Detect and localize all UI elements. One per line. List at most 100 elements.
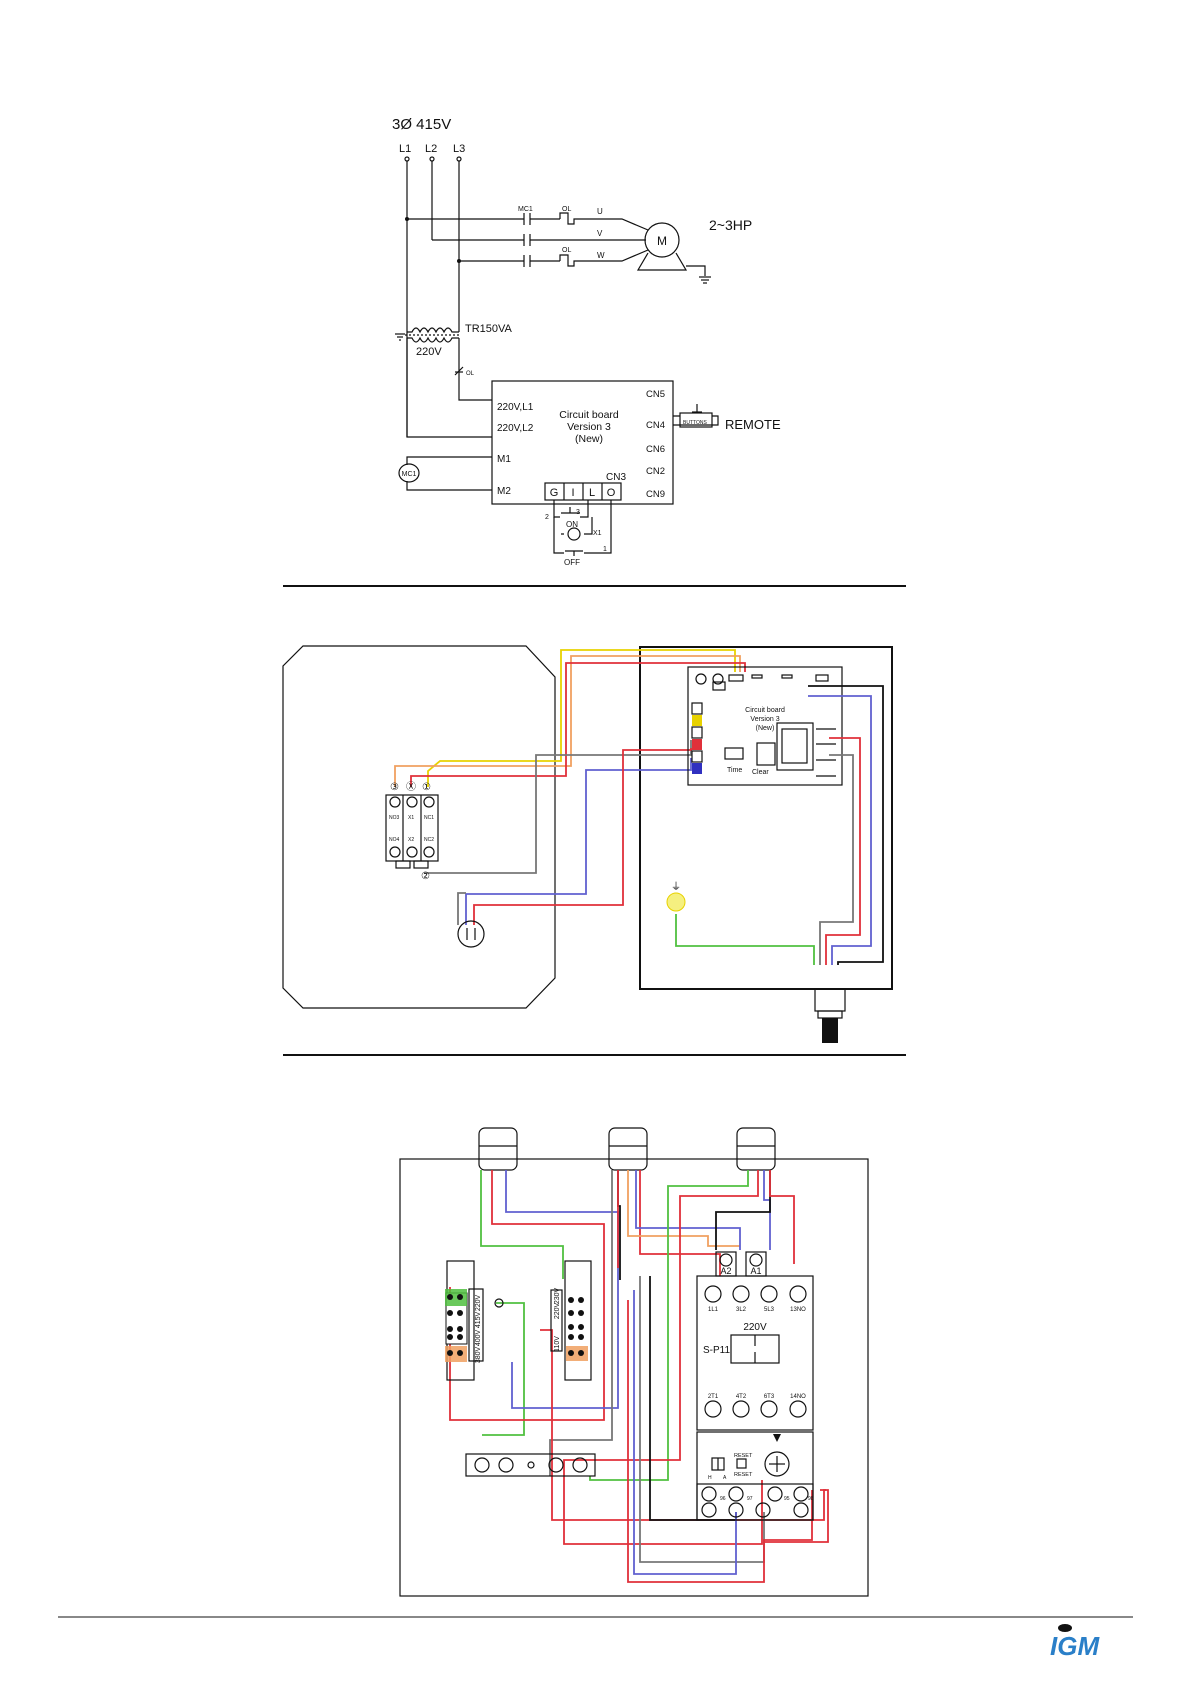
wiring-board-title-1: Circuit board xyxy=(745,707,785,714)
cn3-pin-l: L xyxy=(589,487,595,499)
contactor-2t1: 2T1 xyxy=(708,1394,719,1400)
terminal-2: ② xyxy=(421,871,430,882)
panel-layout: 220V 415V 400V 380V 230V 220V 110V xyxy=(399,1127,869,1597)
remote-box xyxy=(282,645,556,1009)
ol-aux-label: OL xyxy=(466,371,475,377)
board-title-1: Circuit board xyxy=(559,409,619,421)
wiring-circuit-board: Circuit board Version 3 (New) Time Clear xyxy=(687,666,843,786)
schematic-diagram: 3Ø 415V L1 L 2 L3 MC1 OL OL U V W xyxy=(392,116,781,567)
control-box xyxy=(639,646,893,990)
wiring-diagram: NO3 X1 NC1 NO4 X2 NC2 ③ Ⓧ ① ② Circuit bo… xyxy=(282,645,893,1043)
remote-socket xyxy=(457,920,485,948)
contactor-14no: 14NO xyxy=(790,1394,806,1400)
cn3-pin-g: G xyxy=(550,487,559,499)
contactor-1l1: 1L1 xyxy=(708,1307,719,1313)
cn3-label: CN3 xyxy=(606,472,626,483)
ground-point: ⏚ xyxy=(666,881,686,912)
on-off-switches: 2 3 ON X1 OFF 1 xyxy=(545,500,612,567)
clear-label: Clear xyxy=(752,769,769,776)
line-l3-label: L3 xyxy=(453,143,465,155)
pin-cn9: CN9 xyxy=(646,489,665,500)
left-volt-400v: 400V xyxy=(475,1330,482,1347)
pin-220v-l2: 220V,L2 xyxy=(497,423,534,434)
pin-220v-l1: 220V,L1 xyxy=(497,402,534,413)
terminal-a1: A1 xyxy=(750,1266,761,1276)
off-label: OFF xyxy=(564,558,580,567)
switch-x2: X2 xyxy=(408,837,414,843)
relay-a: A xyxy=(723,1475,727,1481)
switch-no3: NO3 xyxy=(389,815,400,821)
reset-label-2: RESET xyxy=(734,1472,753,1478)
contactor-4t2: 4T2 xyxy=(736,1394,747,1400)
phase-u-label: U xyxy=(597,207,603,216)
relay-95: 95 xyxy=(784,1496,790,1502)
switch-nc1: NC1 xyxy=(424,815,434,821)
relay-97: 97 xyxy=(747,1496,753,1502)
board-title-3: (New) xyxy=(575,433,603,445)
cn3-pin-o: O xyxy=(607,487,616,499)
on-n2: 2 xyxy=(545,514,549,521)
motor-label: M xyxy=(657,234,667,248)
switch-no4: NO4 xyxy=(389,837,400,843)
pin-m1: M1 xyxy=(497,454,511,465)
phase-v-label: V xyxy=(597,229,603,238)
contactor-3l2: 3L2 xyxy=(736,1307,747,1313)
wiring-board-title-3: (New) xyxy=(756,725,775,732)
terminal-a2: A2 xyxy=(720,1266,731,1276)
switch-x1: X1 xyxy=(408,815,414,821)
left-volt-380v: 380V xyxy=(475,1347,482,1364)
contactor-5l3: 5L3 xyxy=(764,1307,775,1313)
motor-hp-label: 2~3HP xyxy=(709,217,752,233)
secondary-voltage-label: 220V xyxy=(416,346,442,358)
board-title-2: Version 3 xyxy=(567,421,611,433)
wiring-board-title-2: Version 3 xyxy=(750,716,779,723)
supply-label: 3Ø 415V xyxy=(392,116,451,133)
logo-text: IGM xyxy=(1050,1631,1100,1661)
relay-98: 98 xyxy=(808,1496,814,1502)
remote-label: REMOTE xyxy=(725,417,781,432)
contactor-coil-voltage: 220V xyxy=(743,1322,767,1333)
on-label: ON xyxy=(566,520,578,529)
mid-volt-230v: 230V xyxy=(554,1288,561,1305)
overload-heaters: OL OL xyxy=(559,206,580,267)
motor-symbol: M xyxy=(636,222,711,284)
mid-volt-110v: 110V xyxy=(554,1336,561,1352)
circuit-board-box: Circuit board Version 3 (New) 220V,L1 22… xyxy=(491,380,674,505)
mc1-coil-label: MC1 xyxy=(402,471,417,478)
left-volt-220v: 220V xyxy=(475,1295,482,1312)
relay-h: H xyxy=(708,1475,712,1481)
switch-nc2: NC2 xyxy=(424,837,434,843)
contactor-6t3: 6T3 xyxy=(764,1394,775,1400)
mid-terminal-strip: 230V 220V 110V xyxy=(550,1260,592,1381)
pin-m2: M2 xyxy=(497,486,511,497)
line-l1-label: L1 xyxy=(399,143,411,155)
phase-w-label: W xyxy=(597,251,605,260)
pin-cn6: CN6 xyxy=(646,444,665,455)
contactor-13no: 13NO xyxy=(790,1307,806,1313)
contactor-model: S-P11 xyxy=(703,1345,730,1356)
ol-label-w: OL xyxy=(562,247,571,254)
transformer-symbol: TR150VA 220V xyxy=(395,323,513,358)
transformer-label: TR150VA xyxy=(465,323,513,335)
relay-96: 96 xyxy=(720,1496,726,1502)
terminal-3: ③ xyxy=(390,782,399,793)
cable-gland xyxy=(814,988,846,1043)
contactor: A2 A1 1L1 3L2 5L3 13NO 220V S-P11 2T1 4T… xyxy=(696,1251,814,1431)
mc1-contact-label: MC1 xyxy=(518,206,533,213)
time-label: Time xyxy=(727,767,742,774)
reset-label-1: RESET xyxy=(734,1453,753,1459)
ground-icon: ⏚ xyxy=(671,881,681,893)
igm-logo: IGM xyxy=(1050,1624,1100,1661)
off-n1: 1 xyxy=(603,546,607,553)
pin-cn4: CN4 xyxy=(646,420,665,431)
left-terminal-strip: 220V 415V 400V 380V xyxy=(445,1260,504,1381)
left-volt-415v: 415V xyxy=(475,1312,482,1329)
mc1-contacts: MC1 xyxy=(518,206,533,267)
on-n3: 3 xyxy=(576,509,580,516)
remote-switch-block: NO3 X1 NC1 NO4 X2 NC2 ③ Ⓧ ① ② xyxy=(385,781,439,882)
cn3-pin-i: I xyxy=(571,487,574,499)
pin-cn5: CN5 xyxy=(646,389,665,400)
overload-relay: H A RESET RESET 96 97 95 98 xyxy=(696,1431,814,1521)
buttons-label: BUTTONS xyxy=(683,420,707,426)
ground-bar xyxy=(465,1453,596,1477)
